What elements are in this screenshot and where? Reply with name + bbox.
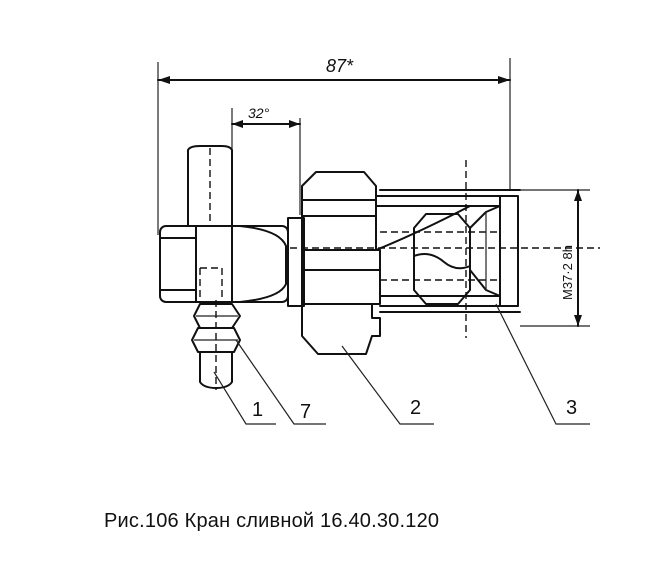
- thread-label: M37·2 8h: [560, 245, 575, 300]
- thread-dimension: M37·2 8h: [520, 189, 590, 327]
- wrench-size-dimension: 32°: [231, 105, 301, 215]
- overall-length-label: 87*: [326, 56, 354, 76]
- handle-assembly: [159, 145, 289, 390]
- callout-3: 3: [566, 397, 577, 419]
- wrench-size-label: 32°: [248, 105, 270, 121]
- callout-leaders: [213, 303, 590, 425]
- overall-length-dimension: 87*: [157, 56, 511, 235]
- callout-7: 7: [300, 401, 311, 423]
- figure-caption: Рис.106 Кран сливной 16.40.30.120: [104, 510, 440, 532]
- callout-1: 1: [252, 399, 263, 421]
- callout-labels: 1 7 2 3: [252, 397, 577, 423]
- callout-2: 2: [410, 397, 421, 419]
- threaded-sleeve: [375, 160, 521, 338]
